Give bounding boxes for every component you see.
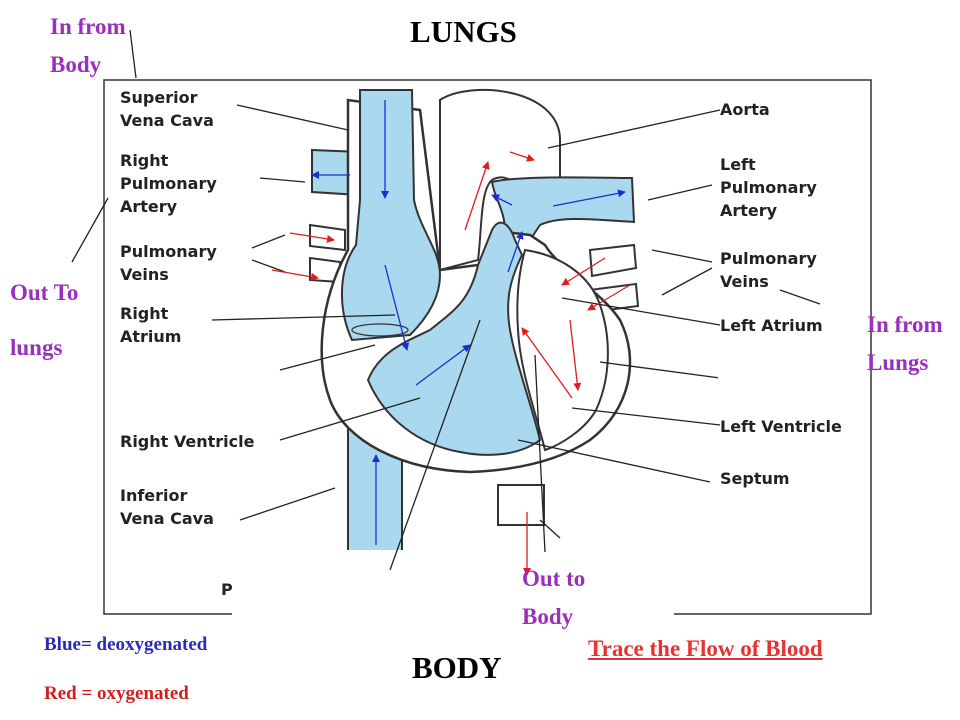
left-atrium-label: Left Atrium <box>720 316 823 335</box>
right-atrium-label: Right Atrium <box>120 302 181 348</box>
label-line: Pulmonary <box>120 242 217 261</box>
red-arrows <box>271 151 631 576</box>
mask-left <box>105 355 215 427</box>
body-title: BODY <box>412 650 502 685</box>
in-from-lungs-note: In from Lungs <box>867 306 960 382</box>
aorta-label: Aorta <box>720 100 770 119</box>
note-line: Out To <box>10 280 79 305</box>
inferior-vena-cava-label: Inferior Vena Cava <box>120 484 214 530</box>
pulmonary-veins-right-label: Pulmonary Veins <box>720 247 817 293</box>
leader-lines <box>71 29 821 571</box>
label-line: Vena Cava <box>120 509 214 528</box>
label-line: Right <box>120 151 169 170</box>
note-line: Out to <box>522 566 586 591</box>
label-line: Vena Cava <box>120 111 214 130</box>
left-ventricle-shape <box>516 248 609 452</box>
legend-blue: Blue= deoxygenated <box>44 634 208 655</box>
trace-caption: Trace the Flow of Blood <box>588 636 823 661</box>
in-from-body-note: In from Body <box>50 8 126 84</box>
descending-aorta-shape <box>497 484 545 526</box>
label-line: Veins <box>720 272 769 291</box>
right-pulmonary-artery-label: Right Pulmonary Artery <box>120 149 217 218</box>
out-to-body-note: Out to Body <box>522 560 585 636</box>
left-ventricle-label: Left Ventricle <box>720 417 842 436</box>
label-line: Superior <box>120 88 198 107</box>
note-line: Lungs <box>867 350 929 375</box>
left-pulmonary-artery-shape <box>490 176 636 242</box>
label-line: Atrium <box>120 327 182 346</box>
label-line: Veins <box>120 265 169 284</box>
pulmonary-veins-left-label: Pulmonary Veins <box>120 240 217 286</box>
superior-vena-cava-label: Superior Vena Cava <box>120 86 214 132</box>
septum-label: Septum <box>720 469 790 488</box>
legend-red: Red = oxygenated <box>44 683 189 704</box>
label-line: Inferior <box>120 486 188 505</box>
right-atrium-shape <box>340 89 442 342</box>
right-ventricle-shape <box>366 221 542 456</box>
left-pulmonary-artery-label: Left Pulmonary Artery <box>720 153 817 222</box>
note-line: Body <box>50 52 102 77</box>
fragment-label: P <box>221 580 233 599</box>
right-ventricle-label: Right Ventricle <box>120 432 255 451</box>
mask-bottom <box>232 586 674 616</box>
note-line: Body <box>522 604 574 629</box>
note-line: In from <box>867 312 943 337</box>
label-line: Pulmonary <box>720 249 817 268</box>
lungs-title: LUNGS <box>410 14 517 49</box>
note-line: In from <box>50 14 126 39</box>
label-line: Pulmonary <box>720 178 817 197</box>
label-line: Left <box>720 155 756 174</box>
label-line: Artery <box>120 197 178 216</box>
blue-arrows <box>311 100 626 545</box>
note-line: lungs <box>10 335 63 360</box>
label-line: Right <box>120 304 169 323</box>
label-line: Artery <box>720 201 778 220</box>
out-to-lungs-note: Out To lungs <box>10 265 78 375</box>
mask-right <box>718 345 818 380</box>
valve-shape <box>351 323 409 337</box>
label-line: Pulmonary <box>120 174 217 193</box>
